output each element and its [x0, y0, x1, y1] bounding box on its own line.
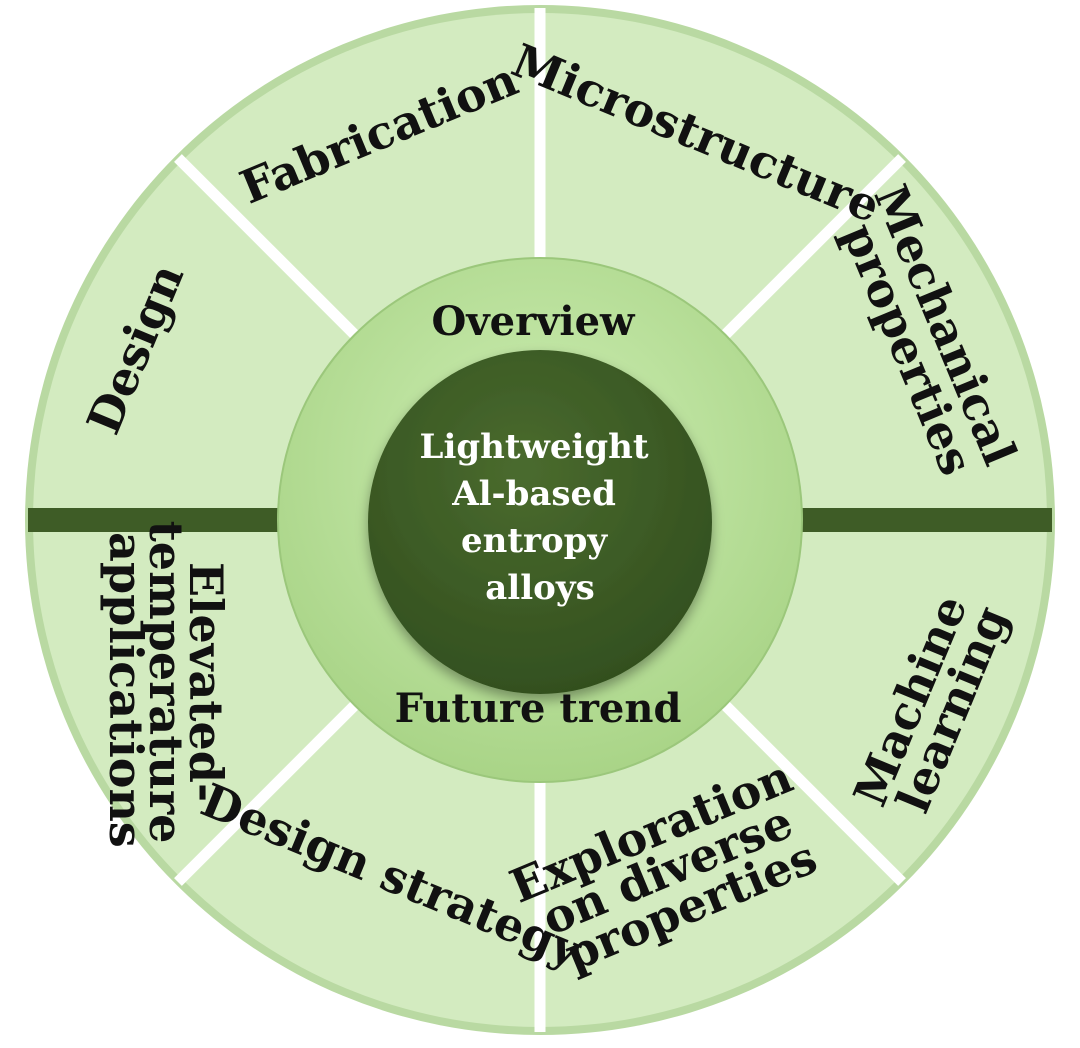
segment-separator [716, 696, 906, 886]
segment-label-line: Elevated- [179, 562, 233, 802]
core-label: Lightweight Al-based entropy alloys [420, 427, 661, 608]
segment-label-line: temperature [139, 521, 193, 844]
segment-label-line: applications [99, 532, 153, 848]
ring-label-future-trend: Future trend [395, 685, 682, 732]
core-label-line: Al-based [451, 474, 616, 514]
segment-separator [174, 696, 364, 886]
core-label-line: entropy [461, 521, 608, 561]
core-label-line: Lightweight [420, 427, 649, 467]
segment-label-elevated-temperature-applications: Elevated- temperature applications [99, 521, 233, 860]
segment-separator [716, 154, 906, 344]
ring-label-overview: Overview [432, 298, 636, 345]
core-label-line: alloys [485, 568, 594, 608]
core-circle [368, 350, 712, 694]
segment-separators [174, 8, 906, 1032]
segment-separator [174, 154, 364, 344]
